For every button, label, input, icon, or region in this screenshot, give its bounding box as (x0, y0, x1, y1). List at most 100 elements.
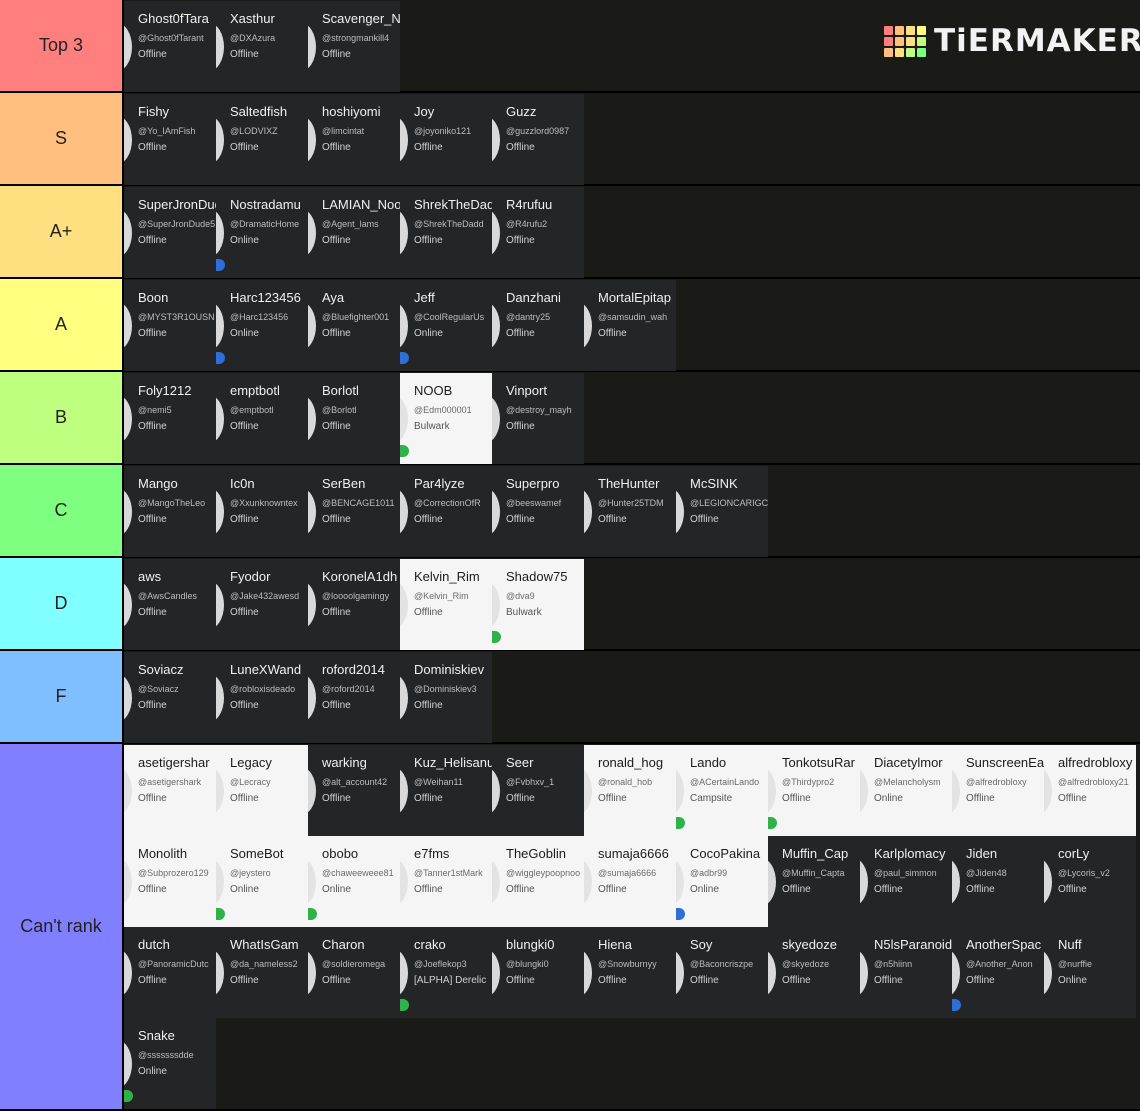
presence-badge-icon (952, 999, 961, 1011)
user-card[interactable]: crako@Joeflekop3[ALPHA] Derelic (400, 927, 492, 1018)
avatar (216, 302, 224, 350)
display-name: Dominiskiev (414, 662, 485, 677)
display-name: WhatIsGam (230, 937, 299, 952)
avatar (584, 488, 592, 536)
tier-label[interactable]: S (0, 93, 124, 184)
presence-badge-icon (216, 908, 225, 920)
tier-label[interactable]: B (0, 372, 124, 463)
tier-label[interactable]: A+ (0, 186, 124, 277)
tier-label[interactable]: C (0, 465, 124, 556)
display-name: AnotherSpac (966, 937, 1042, 952)
tier-label[interactable]: Can't rank (0, 744, 124, 1109)
display-name: aws (138, 569, 162, 584)
avatar (308, 674, 316, 722)
avatar (124, 209, 132, 257)
presence-status: Offline (598, 884, 627, 895)
tier-label[interactable]: A (0, 279, 124, 370)
display-name: Nostradamu (230, 197, 301, 212)
tier-label[interactable]: F (0, 651, 124, 742)
tier-label[interactable]: D (0, 558, 124, 649)
tier-label[interactable]: Top 3 (0, 0, 124, 91)
username-handle: @da_nameless2 (230, 959, 298, 969)
avatar (124, 116, 132, 164)
display-name: R4rufuu (506, 197, 553, 212)
